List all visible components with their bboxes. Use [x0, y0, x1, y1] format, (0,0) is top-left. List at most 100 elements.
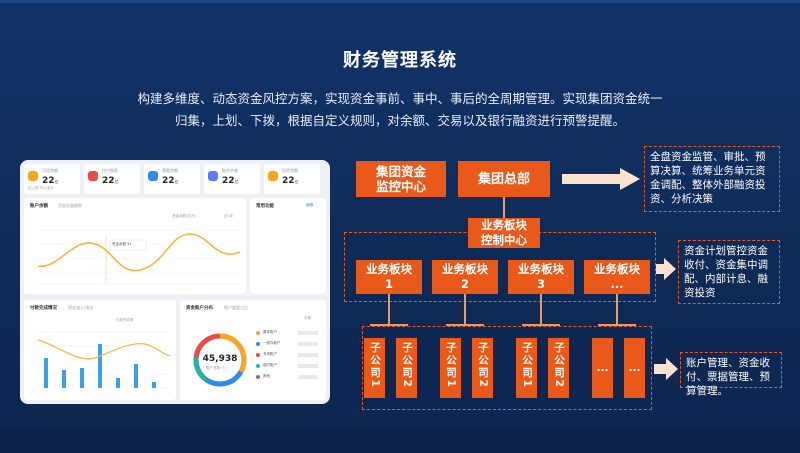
donut-legend-bar: [298, 364, 318, 368]
hq-connector: [503, 197, 505, 219]
kpi-value: 22亿: [162, 176, 179, 186]
donut-legend-label: 基本账户: [263, 330, 277, 334]
kpi-icon: [28, 171, 38, 181]
kpi-icon: [208, 171, 218, 181]
donut-legend-dot: [256, 353, 260, 357]
trend-legend: 资金余额(亿元): [172, 214, 196, 218]
donut-center-value: 45,938: [202, 354, 238, 364]
kpi-label: 投资余额: [282, 168, 298, 173]
hq-note: 全盘资金监管、审批、预算决算、统筹业务单元资金调配、整体外部融资投资、分析决策: [644, 146, 780, 212]
trend-chart: [37, 229, 241, 285]
subsidiary-label: 子公司2: [477, 342, 489, 389]
subsidiary-box: 子公司1: [364, 338, 385, 398]
board-connector: [616, 294, 618, 324]
board-branch: [446, 324, 484, 326]
biz-arrow: [656, 258, 676, 280]
board-connector: [464, 294, 466, 324]
donut-legend-label: 专用账户: [263, 352, 277, 356]
kpi-card[interactable]: 票据余额 22亿: [144, 164, 200, 194]
kpi-label: 可用余额: [42, 168, 58, 173]
kpi-value: 22亿: [42, 176, 59, 186]
biz-board-group: [344, 232, 656, 302]
trend-card-tab[interactable]: 资金存量趋势: [58, 203, 82, 208]
donut-legend-bar: [298, 342, 318, 346]
bar-chart: [36, 331, 171, 389]
subsidiary-label: 子公司2: [553, 342, 565, 389]
kpi-icon: [268, 171, 278, 181]
board-branch: [522, 324, 560, 326]
kpi-icon: [88, 171, 98, 181]
subsidiary-label: ...: [596, 362, 609, 374]
donut-legend-dot: [256, 364, 260, 368]
donut-card-tab[interactable]: 账户类型占比: [224, 305, 248, 310]
bottom-band: [0, 430, 800, 453]
bar-card: 付款完成情况 资金流入/流出 付款完成率: [24, 300, 176, 400]
subsidiary-box: ...: [592, 338, 613, 398]
donut-card-title: 资金账户分布: [186, 306, 213, 311]
quick-functions-card: 常用功能 编辑 开户申请资金划拨账户余额查询付款票据资金计划: [250, 198, 326, 294]
sub-note: 账户管理、资金收付、票据管理、预算管理。: [680, 352, 782, 397]
donut-legend-bar: [298, 331, 318, 335]
board-branch: [370, 324, 408, 326]
bar-card-title: 付款完成情况: [30, 306, 57, 311]
sub-arrow: [654, 358, 678, 380]
page-title: 财务管理系统: [343, 50, 457, 71]
kpi-card[interactable]: 融资余额 22亿: [204, 164, 260, 194]
bar-legend: 付款完成率: [116, 318, 134, 322]
kpi-value: 22亿: [222, 176, 239, 186]
subsidiary-box: 子公司1: [440, 338, 461, 398]
trend-tooltip: 资金余额 ¥1: [112, 242, 132, 246]
business-board: 业务板块 ...: [584, 260, 650, 294]
hq-arrow: [562, 168, 640, 190]
donut-center-label: 账户总数(个): [206, 366, 227, 370]
quick-card-title: 常用功能: [256, 204, 274, 209]
donut-legend-bar: [298, 375, 318, 379]
biz-note: 资金计划管控资金收付、资金集中调配、内部计息、融资投资: [678, 240, 780, 304]
donut-chart: [193, 333, 247, 387]
subsidiary-box: 子公司2: [472, 338, 493, 398]
business-board: 业务板块 2: [432, 260, 498, 294]
donut-legend-dot: [256, 331, 260, 335]
description-line-1: 构建多维度、动态资金风控方案，实现资金事前、事中、事后的全周期管理。实现集团资金…: [137, 91, 663, 106]
biz-control-center: 业务板块 控制中心: [468, 218, 540, 248]
board-connector: [388, 294, 390, 324]
trend-period-select[interactable]: 近1年: [224, 214, 234, 218]
dashboard-preview: 可用余额 22亿 较上期 同比增长 应付账款 22亿 票据余额 22亿 融资余额…: [20, 160, 330, 404]
kpi-value: 22亿: [282, 176, 299, 186]
kpi-sub: 较上期 同比增长: [28, 186, 54, 190]
subsidiary-label: 子公司1: [369, 342, 381, 389]
subsidiary-group: [362, 326, 652, 410]
page-description: 构建多维度、动态资金风控方案，实现资金事前、事中、事后的全周期管理。实现集团资金…: [120, 88, 680, 132]
kpi-card[interactable]: 可用余额 22亿 较上期 同比增长: [24, 164, 80, 194]
donut-legend-dot: [256, 342, 260, 346]
donut-legend-bar: [298, 353, 318, 357]
trend-card: 账户余额 资金存量趋势 资金余额(亿元) 近1年 资金余额 ¥1: [24, 198, 246, 294]
business-board: 业务板块 3: [508, 260, 574, 294]
subsidiary-box: 子公司2: [396, 338, 417, 398]
board-branch: [598, 324, 636, 326]
business-board: 业务板块 1: [356, 260, 422, 294]
kpi-label: 融资余额: [222, 168, 238, 173]
donut-period-select[interactable]: 本期: [304, 316, 311, 320]
donut-legend-dot: [256, 375, 260, 379]
group-headquarters: 集团总部: [458, 161, 550, 197]
donut-legend-label: 一般存款户: [263, 341, 281, 345]
kpi-card[interactable]: 投资余额 22亿: [264, 164, 320, 194]
subsidiary-box: 子公司2: [548, 338, 569, 398]
subsidiary-box: ...: [624, 338, 645, 398]
kpi-card[interactable]: 应付账款 22亿: [84, 164, 140, 194]
kpi-icon: [148, 171, 158, 181]
kpi-label: 票据余额: [162, 168, 178, 173]
kpi-value: 22亿: [102, 176, 119, 186]
trend-card-title: 账户余额: [30, 204, 48, 209]
bar-card-tab[interactable]: 资金流入/流出: [68, 305, 94, 310]
subsidiary-label: 子公司2: [401, 342, 413, 389]
kpi-label: 应付账款: [102, 168, 118, 173]
subsidiary-label: 子公司1: [445, 342, 457, 389]
donut-legend-label: 其他: [263, 374, 270, 378]
donut-legend-label: 临时账户: [263, 363, 277, 367]
board-connector: [540, 294, 542, 324]
subsidiary-box: 子公司1: [516, 338, 537, 398]
quick-edit-link[interactable]: 编辑: [306, 203, 313, 207]
subsidiary-label: 子公司1: [521, 342, 533, 389]
